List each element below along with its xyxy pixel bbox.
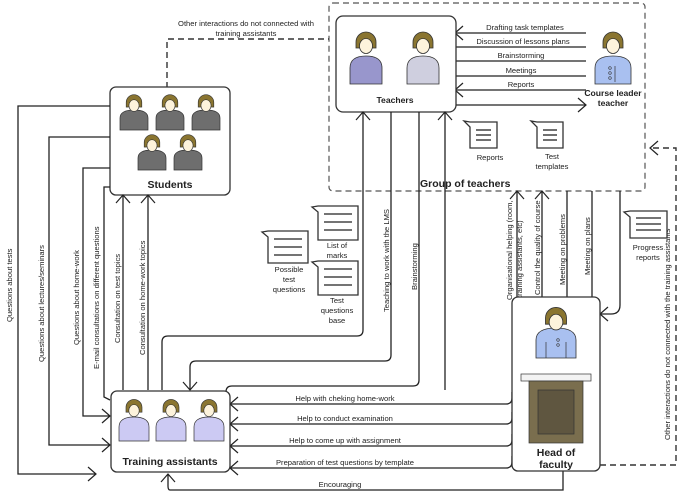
svg-text:Test: Test — [545, 152, 560, 161]
svg-text:Reports: Reports — [477, 153, 504, 162]
edge-label-email: E-mail consultations on different questi… — [92, 226, 101, 369]
edge-label-q-homework: Questions about home-work — [72, 250, 81, 345]
course-leader-label-1: Course leader — [584, 88, 642, 98]
svg-text:templates: templates — [536, 162, 569, 171]
group-of-teachers-boundary — [328, 2, 646, 192]
edge-label-help-assign: Help to come up with assignment — [289, 436, 402, 445]
edge-label-discussion: Discussion of lessons plans — [476, 37, 569, 46]
head-label-1: Head of — [537, 447, 576, 459]
document-icon — [310, 205, 359, 241]
edge-label-consult-hw: Consultation on home-work topics — [138, 240, 147, 355]
svg-text:questions: questions — [321, 306, 354, 315]
podium-top — [520, 373, 592, 382]
doc-reports: Reports — [462, 120, 504, 162]
teacher-assistant-edges — [161, 111, 453, 393]
teachers-label: Teachers — [376, 95, 413, 105]
doc-test-questions-base: Test questions base — [310, 260, 359, 325]
edge-label-other-top-1: Other interactions do not connected with — [178, 19, 314, 28]
edge-label-brainstorming-mid: Brainstorming — [410, 243, 419, 290]
edge-label-encouraging: Encouraging — [319, 480, 362, 489]
svg-text:Test: Test — [330, 296, 345, 305]
svg-text:reports: reports — [636, 253, 660, 262]
edge-label-org-1: Organisational helping (room, — [505, 200, 514, 300]
group-of-teachers-label: Group of teachers — [420, 178, 511, 190]
svg-text:Possible: Possible — [275, 265, 304, 274]
svg-text:base: base — [329, 316, 345, 325]
edge-label-meeting-problems: Meeting on problems — [558, 214, 567, 285]
head-of-faculty-node[interactable]: Head of faculty — [511, 296, 601, 472]
doc-possible-test-questions: Possible test questions — [260, 230, 309, 294]
svg-text:marks: marks — [327, 251, 348, 260]
edge-label-reports: Reports — [508, 80, 535, 89]
svg-text:Progress: Progress — [633, 243, 664, 252]
edge-label-help-checking: Help with cheking home-work — [295, 394, 394, 403]
students-label: Students — [148, 179, 193, 191]
teachers-node[interactable]: Teachers — [335, 15, 457, 113]
svg-text:List of: List of — [327, 241, 348, 250]
students-node[interactable]: Students — [109, 86, 231, 196]
edge-label-q-lectures: Questions about lectures/seminars — [37, 245, 46, 362]
edge-label-help-exam: Help to conduct examination — [297, 414, 393, 423]
document-icon — [310, 260, 359, 296]
doc-test-templates: Test templates — [529, 120, 569, 171]
doc-progress-reports: Progress reports — [622, 210, 668, 262]
edge-label-other-right: Other interactions do not connected with… — [663, 228, 672, 440]
course-leader-label-2: teacher — [598, 98, 629, 108]
training-assistants-node[interactable]: Training assistants — [110, 390, 231, 473]
edge-label-org-2: training assistants, etc) — [515, 220, 524, 298]
svg-text:test: test — [283, 275, 296, 284]
edge-other-top — [166, 38, 329, 88]
edge-label-meetings: Meetings — [506, 66, 537, 75]
training-assistants-label: Training assistants — [122, 456, 217, 468]
edge-other-right — [600, 147, 677, 466]
edge-label-meeting-plans: Meeting on plans — [583, 217, 592, 275]
edge-label-prep-questions: Preparation of test questions by templat… — [276, 458, 414, 467]
student-assistant-edges — [17, 105, 156, 482]
edge-label-control: Control the quality of course — [533, 200, 542, 295]
course-leader-node[interactable]: Course leader teacher — [584, 31, 642, 108]
edge-label-consult-test: Consultation on test topics — [113, 254, 122, 343]
edge-label-brainstorming-top: Brainstorming — [498, 51, 545, 60]
head-label-2: faculty — [539, 459, 573, 471]
doc-list-of-marks: List of marks — [310, 205, 359, 260]
head-group-edges — [509, 190, 621, 322]
teacher-leader-edges — [454, 25, 587, 113]
svg-text:questions: questions — [273, 285, 306, 294]
edge-label-teaching-lms: Teaching to work with the LMS — [382, 209, 391, 312]
edge-label-other-top-2: training assistants — [216, 29, 277, 38]
edge-label-q-tests: Questions about tests — [5, 248, 14, 322]
edge-label-drafting: Drafting task templates — [486, 23, 564, 32]
